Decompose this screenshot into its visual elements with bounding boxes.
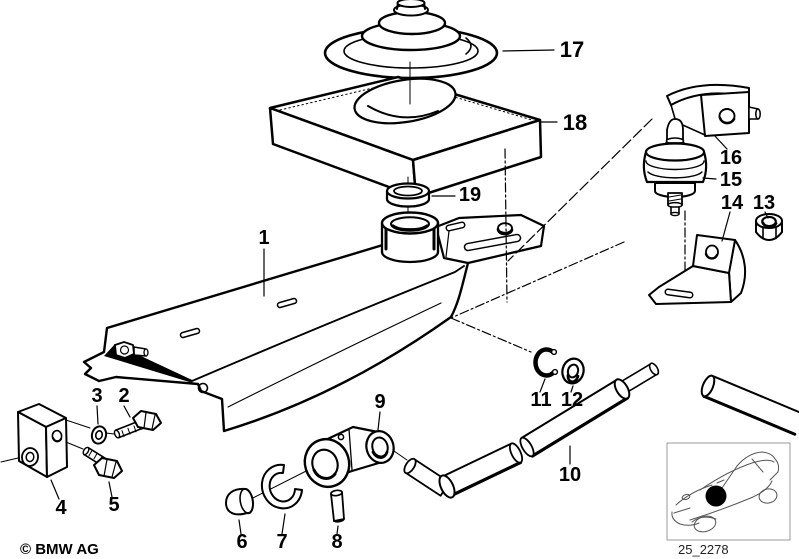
part-label-5[interactable]: 5 bbox=[108, 494, 119, 516]
callout-3: 3 bbox=[91, 385, 103, 425]
part-label-12[interactable]: 12 bbox=[561, 389, 583, 411]
part-13-hex-nut bbox=[755, 213, 783, 241]
callout-11: 11 bbox=[530, 378, 552, 411]
car-locator-thumbnail[interactable]: 25_2278 bbox=[666, 442, 791, 557]
part-label-11[interactable]: 11 bbox=[530, 389, 551, 411]
car-outline-icon bbox=[671, 451, 780, 533]
part-18-foam-block bbox=[268, 75, 543, 199]
callout-12: 12 bbox=[561, 385, 583, 411]
bearing-tower bbox=[380, 211, 440, 264]
thumbnail-border bbox=[666, 442, 791, 541]
callout-15: 15 bbox=[702, 169, 742, 191]
part-9-shift-joint bbox=[303, 425, 395, 489]
callout-4: 4 bbox=[50, 479, 67, 519]
part-label-19[interactable]: 19 bbox=[459, 184, 481, 206]
part-3-washer bbox=[90, 425, 108, 445]
diagram-code: 25_2278 bbox=[678, 542, 729, 557]
callout-6: 6 bbox=[236, 519, 248, 553]
construction-lines bbox=[450, 118, 653, 353]
part-label-3[interactable]: 3 bbox=[91, 385, 102, 407]
part-label-16[interactable]: 16 bbox=[720, 147, 742, 169]
part-8-pin bbox=[330, 489, 345, 523]
callout-14: 14 bbox=[721, 192, 744, 242]
callout-19: 19 bbox=[431, 184, 481, 206]
part-2-hex-bolt bbox=[113, 410, 162, 439]
callout-18: 18 bbox=[539, 110, 587, 135]
callout-8: 8 bbox=[331, 525, 343, 553]
part-4-bearing-block bbox=[0, 403, 115, 478]
part-17-shift-boot bbox=[323, 0, 499, 80]
end-bolt-head bbox=[114, 341, 135, 359]
callout-1: 1 bbox=[258, 227, 270, 297]
part-label-17[interactable]: 17 bbox=[560, 37, 584, 62]
callouts: 1 2 3 4 5 6 7 8 9 10 11 12 13 14 15 bbox=[50, 37, 775, 553]
part-label-4[interactable]: 4 bbox=[55, 497, 67, 519]
callout-7: 7 bbox=[276, 513, 288, 553]
location-dot bbox=[705, 485, 727, 507]
callout-5: 5 bbox=[108, 481, 120, 516]
part-label-2[interactable]: 2 bbox=[118, 385, 129, 407]
part-label-18[interactable]: 18 bbox=[563, 110, 587, 135]
part-15-vibration-damper bbox=[642, 118, 708, 217]
callout-17: 17 bbox=[502, 37, 584, 62]
callout-16: 16 bbox=[713, 134, 742, 169]
front-hole bbox=[197, 382, 209, 394]
part-5-hex-bolt bbox=[82, 446, 123, 479]
part-label-8[interactable]: 8 bbox=[331, 531, 342, 553]
part-7-bearing-shell bbox=[260, 463, 303, 510]
part-label-1[interactable]: 1 bbox=[258, 227, 269, 249]
callout-2: 2 bbox=[118, 385, 131, 418]
callout-13: 13 bbox=[753, 192, 775, 219]
part-14-angle-bracket bbox=[648, 234, 747, 305]
part-11-circlip bbox=[533, 347, 559, 378]
part-label-15[interactable]: 15 bbox=[720, 169, 742, 191]
mounting-plate bbox=[434, 213, 546, 265]
part-10-selector-rod bbox=[403, 362, 799, 499]
part-label-14[interactable]: 14 bbox=[721, 192, 744, 214]
part-label-13[interactable]: 13 bbox=[753, 192, 775, 214]
part-12-washer bbox=[561, 357, 585, 385]
part-6-cap bbox=[225, 487, 255, 516]
callout-9: 9 bbox=[374, 391, 386, 431]
part-label-7[interactable]: 7 bbox=[276, 531, 287, 553]
parts-6-7-8-9-joint-group bbox=[225, 425, 408, 523]
part-19-ring bbox=[385, 176, 431, 215]
part-label-10[interactable]: 10 bbox=[559, 464, 581, 486]
part-1-shift-console bbox=[82, 211, 546, 433]
part-label-9[interactable]: 9 bbox=[374, 391, 385, 413]
callout-10: 10 bbox=[559, 445, 581, 486]
part-label-6[interactable]: 6 bbox=[236, 531, 247, 553]
copyright-notice: © BMW AG bbox=[20, 541, 99, 558]
